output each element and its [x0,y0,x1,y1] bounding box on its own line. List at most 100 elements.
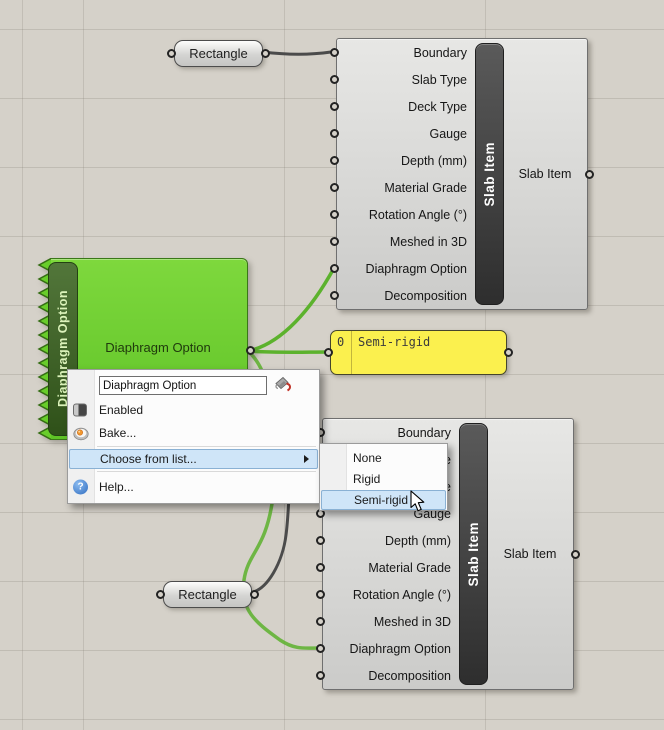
input-row: Gauge [330,120,475,147]
context-menu: Enabled Bake... Choose from list... ? He… [67,369,320,504]
input-connector[interactable] [330,237,339,246]
input-label: Depth (mm) [385,533,451,548]
panel-index-divider [351,331,352,374]
input-row: Rotation Angle (°) [330,201,475,228]
output-label: Slab Item [503,547,557,561]
input-row: Depth (mm) [330,147,475,174]
output-connector[interactable] [571,549,580,559]
input-label: Meshed in 3D [373,614,451,629]
menu-name-row [68,373,319,398]
input-connector[interactable] [330,156,339,165]
rectangle-param-bottom[interactable]: Rectangle [156,581,259,608]
choose-from-list-submenu: None Rigid Semi-rigid [319,443,448,511]
menu-item-label: Bake... [99,425,137,440]
submenu-item-label: None [353,451,382,465]
input-label: Deck Type [408,99,467,114]
input-connector[interactable] [330,129,339,138]
slab-item-component-top[interactable]: Boundary Slab Type Deck Type Gauge Depth… [330,38,594,310]
wire-valuelist-to-top-slab[interactable] [246,266,336,353]
enabled-checkbox-icon[interactable] [73,403,87,416]
paint-bucket-icon[interactable] [273,375,293,396]
component-title: Slab Item [466,521,481,587]
rectangle-label: Rectangle [189,46,248,61]
output-connector[interactable] [261,49,270,58]
output-label: Slab Item [518,167,572,181]
value-list-output-connector[interactable] [246,346,255,355]
input-connector[interactable] [316,536,325,545]
wire-valuelist-to-panel[interactable] [246,349,330,354]
input-rows: Boundary Slab Type Deck Type Gauge Depth… [330,39,475,309]
rectangle-param-top[interactable]: Rectangle [167,40,270,67]
component-name-input[interactable] [99,376,267,395]
input-connector[interactable] [330,210,339,219]
value-list-label: Diaphragm Option [105,340,211,355]
input-connector[interactable] [330,264,339,273]
input-row: Boundary [316,419,459,446]
input-connector[interactable] [316,590,325,599]
input-label: Rotation Angle (°) [368,207,467,222]
input-connector[interactable] [316,644,325,653]
input-connector[interactable] [330,291,339,300]
data-panel[interactable]: 0 Semi-rigid [324,330,513,375]
output-zone: Slab Item [487,419,580,689]
input-row: Material Grade [316,554,459,581]
menu-separator [97,446,316,447]
input-label: Rotation Angle (°) [352,587,451,602]
input-label: Material Grade [384,180,467,195]
submenu-item-semi-rigid[interactable]: Semi-rigid [321,490,446,510]
panel-item-value: Semi-rigid [358,335,431,349]
rectangle-label: Rectangle [178,587,237,602]
input-connector[interactable] [156,590,165,599]
input-connector[interactable] [324,348,333,357]
menu-item-help[interactable]: ? Help... [68,474,319,499]
help-icon: ? [73,479,88,494]
input-label: Decomposition [368,668,451,683]
menu-item-label: Choose from list... [100,452,197,466]
input-label: Decomposition [384,288,467,303]
input-connector[interactable] [316,563,325,572]
input-row: Rotation Angle (°) [316,581,459,608]
menu-separator [97,471,316,472]
input-label: Gauge [429,126,467,141]
submenu-item-label: Semi-rigid [354,493,409,507]
input-row: Decomposition [316,662,459,689]
output-connector[interactable] [504,348,513,357]
input-label: Depth (mm) [401,153,467,168]
wire-rectangle-to-boundary-top[interactable] [261,50,333,56]
input-connector[interactable] [167,49,176,58]
menu-item-bake[interactable]: Bake... [68,421,319,444]
input-connector[interactable] [330,102,339,111]
input-label: Slab Type [411,72,467,87]
input-label: Boundary [413,45,467,60]
output-connector[interactable] [585,169,594,179]
menu-item-label: Help... [99,479,134,494]
input-connector[interactable] [330,183,339,192]
input-row: Material Grade [330,174,475,201]
output-zone: Slab Item [503,39,594,309]
component-name-bar[interactable]: Slab Item [475,43,504,305]
menu-item-choose-from-list[interactable]: Choose from list... [69,449,318,469]
submenu-arrow-icon [304,455,309,463]
input-row: Diaphragm Option [316,635,459,662]
input-label: Meshed in 3D [389,234,467,249]
input-connector[interactable] [316,617,325,626]
menu-item-enabled[interactable]: Enabled [68,398,319,421]
input-connector[interactable] [330,48,339,57]
input-connector[interactable] [330,75,339,84]
input-row: Slab Type [330,66,475,93]
input-row: Diaphragm Option [330,255,475,282]
submenu-item-none[interactable]: None [320,448,447,468]
input-label: Diaphragm Option [349,641,451,656]
input-label: Boundary [397,425,451,440]
menu-item-label: Enabled [99,402,144,417]
submenu-item-rigid[interactable]: Rigid [320,469,447,489]
output-connector[interactable] [250,590,259,599]
component-name-bar[interactable]: Slab Item [459,423,488,685]
bake-icon [73,425,89,440]
component-title: Slab Item [482,141,497,207]
input-row: Boundary [330,39,475,66]
input-label: Material Grade [368,560,451,575]
input-connector[interactable] [316,671,325,680]
input-row: Meshed in 3D [316,608,459,635]
